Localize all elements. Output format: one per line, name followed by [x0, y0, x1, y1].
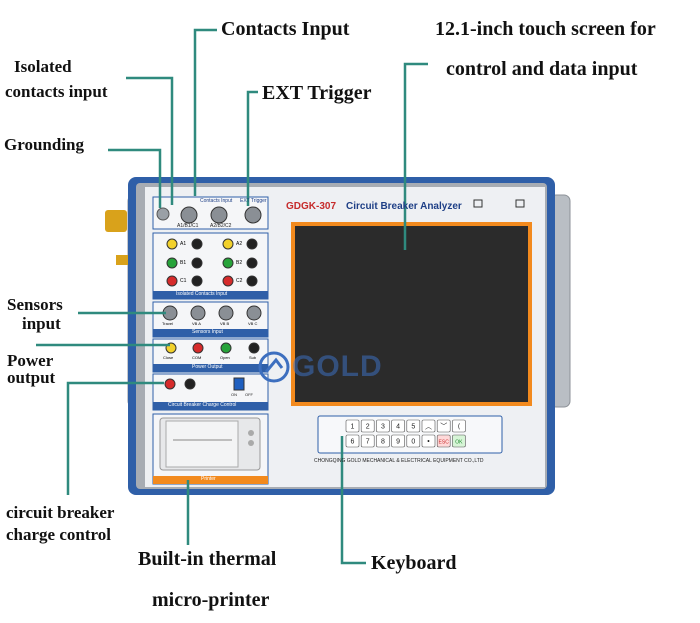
- key-1-5: [421, 434, 436, 448]
- brand-logo-icon: [258, 351, 290, 383]
- key-label-1-0: 6: [351, 439, 355, 446]
- callout-touch-screen-line1: 12.1-inch touch screen for: [435, 18, 656, 40]
- row-b-right-label: B2: [236, 260, 243, 266]
- key-0-3: [391, 419, 405, 433]
- key-0-5: [421, 419, 436, 433]
- device-name-label: Circuit Breaker Analyzer: [346, 201, 462, 212]
- keypad-keys: 1 2 3 4 5 ︿ ﹀ ⟨ 6 7 8 9 0 • ESC OK: [345, 419, 466, 448]
- ext-trigger-module-label: EXT Trigger: [240, 198, 267, 204]
- callout-cb-charge-line2: charge control: [6, 525, 111, 544]
- key-label-1-6: ESC: [439, 440, 450, 446]
- row-c-right-label: C2: [236, 278, 243, 284]
- key-1-6: [436, 434, 451, 448]
- key-label-1-1: 7: [366, 439, 370, 446]
- key-1-4: [406, 434, 421, 448]
- callout-isolated-line1: Isolated: [14, 57, 72, 76]
- cb-charge-module-label: Circuit Breaker Charge Control: [168, 402, 237, 408]
- key-label-1-5: •: [427, 439, 430, 446]
- key-0-1: [360, 419, 375, 433]
- power-com-label: COM: [192, 355, 202, 360]
- power-close-label: Close: [163, 355, 174, 360]
- row-b-left-label: B1: [180, 260, 187, 266]
- key-label-0-3: 4: [396, 424, 400, 431]
- usb-port-icon-1: [473, 199, 483, 208]
- key-1-2: [376, 434, 390, 448]
- key-1-7: [452, 434, 466, 448]
- callout-cb-charge-line1: circuit breaker: [6, 503, 115, 522]
- row-a-left-label: A1: [180, 241, 187, 247]
- model-label: GDGK-307: [286, 201, 337, 212]
- ground-terminal: [105, 210, 127, 232]
- leader-lines: [36, 28, 428, 565]
- row-c-left-label: C1: [180, 278, 187, 284]
- key-label-1-2: 8: [381, 439, 385, 446]
- callout-isolated-line2: contacts input: [5, 82, 108, 101]
- brand-watermark: GOLD: [292, 350, 383, 383]
- contacts-port-b-label: A2/B2/C2: [210, 223, 232, 229]
- key-label-0-4: 5: [411, 424, 415, 431]
- key-1-0: [345, 434, 360, 448]
- sensor-travel-label: Travel: [162, 321, 173, 326]
- switch-off-label: OFF: [245, 392, 253, 397]
- row-a-right-label: A2: [236, 241, 243, 247]
- callout-power-line1: Power: [7, 351, 54, 370]
- key-0-4: [406, 419, 421, 433]
- callout-printer-line2: micro-printer: [152, 589, 270, 611]
- sensor-vbc-label: VB C: [248, 321, 258, 326]
- key-label-0-7: ⟨: [458, 423, 461, 431]
- contacts-module-label: Contacts Input: [200, 198, 233, 204]
- manufacturer-label: CHONGQING GOLD MECHANICAL & ELECTRICAL E…: [314, 458, 484, 464]
- key-label-1-4: 0: [411, 439, 415, 446]
- key-1-1: [360, 434, 375, 448]
- sensor-vbb-label: VB B: [220, 321, 230, 326]
- callout-keyboard: Keyboard: [371, 552, 457, 574]
- callout-sensors-line1: Sensors: [7, 295, 63, 314]
- key-0-6: [436, 419, 451, 433]
- power-open-label: Open: [220, 355, 230, 360]
- callout-sensors-line2: input: [22, 314, 61, 333]
- key-label-0-5: ︿: [425, 424, 432, 431]
- key-label-0-2: 3: [381, 424, 385, 431]
- key-0-2: [376, 419, 390, 433]
- isolated-module-label: Isolated Contacts Input: [176, 291, 228, 297]
- usb-port-icon-2: [515, 199, 525, 208]
- key-label-1-3: 9: [396, 439, 400, 446]
- sensors-module-label: Sensors Input: [192, 329, 223, 335]
- key-label-0-6: ﹀: [440, 423, 447, 431]
- contacts-port-a-label: A1/B1/C1: [177, 223, 199, 229]
- key-0-7: [452, 419, 466, 433]
- callout-touch-screen-line2: control and data input: [446, 58, 638, 80]
- key-label-0-0: 1: [351, 424, 355, 431]
- power-module-label: Power Output: [192, 364, 223, 370]
- key-label-0-1: 2: [366, 424, 370, 431]
- key-0-0: [345, 419, 360, 433]
- callout-power-line2: output: [7, 368, 56, 387]
- printer-module-label: Printer: [201, 476, 216, 482]
- key-label-1-7: OK: [455, 440, 463, 446]
- sensor-vba-label: VB A: [192, 321, 201, 326]
- power-sub-label: Sub: [249, 355, 257, 360]
- switch-on-label: ON: [231, 392, 237, 397]
- side-fuse: [116, 255, 128, 265]
- key-1-3: [391, 434, 405, 448]
- touch-screen: [295, 226, 528, 402]
- callout-contacts-input: Contacts Input: [221, 18, 350, 40]
- power-switch: [233, 377, 245, 391]
- callout-ext-trigger: EXT Trigger: [262, 82, 372, 104]
- callout-grounding: Grounding: [4, 135, 85, 154]
- callout-printer-line1: Built-in thermal: [138, 548, 277, 570]
